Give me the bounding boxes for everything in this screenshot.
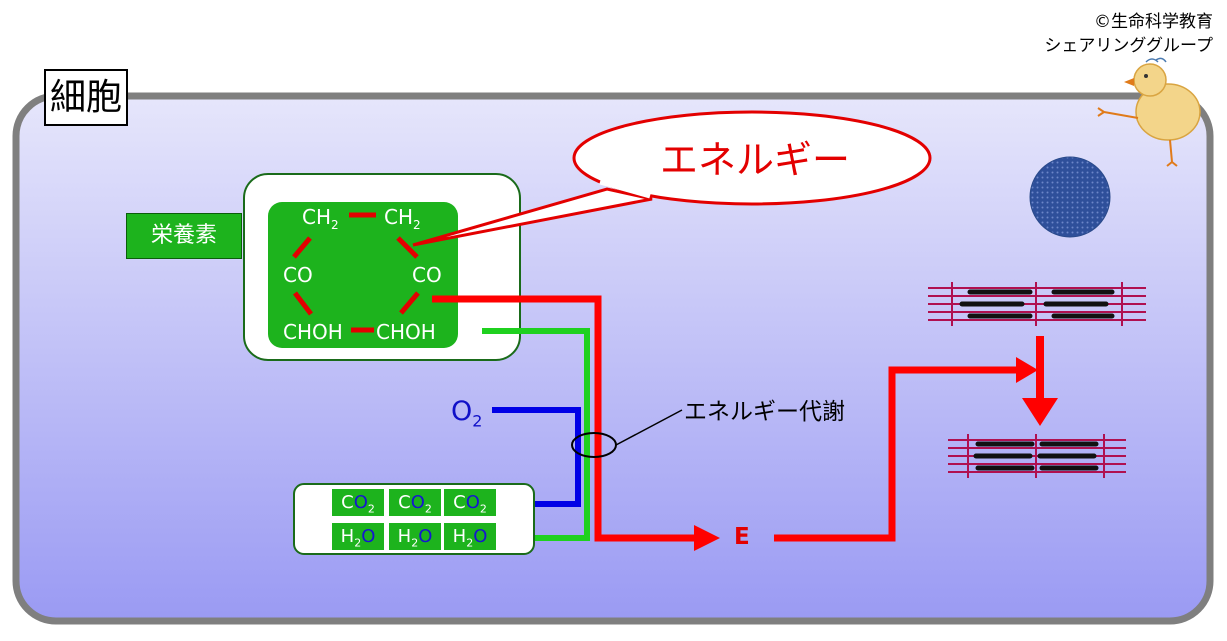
product-co2: CO2 [444,489,496,516]
muscle-fiber-relaxed [928,282,1146,326]
product-co2: CO2 [332,489,384,516]
copyright-line-2: シェアリンググループ [1044,36,1213,56]
energy-bubble [572,110,932,206]
energy-bubble-text: エネルギー [659,138,850,182]
copyright-notice: ©生命科学教育 シェアリンググループ [1013,10,1213,58]
energy-symbol: E [734,524,750,550]
ring-bonds [292,212,420,333]
ring-ch2-left: CH2 [302,205,339,232]
nutrient-molecule-box [268,202,458,348]
product-h2o: H2O [444,523,496,550]
ring-co-right: CO [412,263,442,287]
muscle-fiber-contracted [948,434,1126,478]
chick-mascot-icon [1097,57,1201,167]
product-co2: CO2 [389,489,441,516]
energy-flow-arrowhead [694,525,720,551]
e-to-muscle-arrowhead [1016,357,1038,383]
contraction-arrowhead [1022,398,1058,426]
nucleus [1029,156,1111,238]
ring-ch2-right: CH2 [384,205,421,232]
copyright-line-1: ©生命科学教育 [1094,12,1213,32]
e-to-muscle-line [774,366,1020,542]
ring-choh-left: CHOH [283,320,343,344]
oxygen-flow-line [492,407,581,507]
metabolism-label: エネルギー代謝 [684,399,845,425]
product-h2o: H2O [332,523,384,550]
nutrient-label: 栄養素 [126,213,242,259]
metabolism-pointer [615,409,683,446]
cell-label: 細胞 [44,69,129,126]
ring-choh-right: CHOH [376,320,436,344]
energy-bubble-tail [412,187,653,247]
energy-flow-line [432,295,700,542]
ring-co-left: CO [283,263,313,287]
oxygen-label: O2 [451,396,483,431]
product-h2o: H2O [389,523,441,550]
